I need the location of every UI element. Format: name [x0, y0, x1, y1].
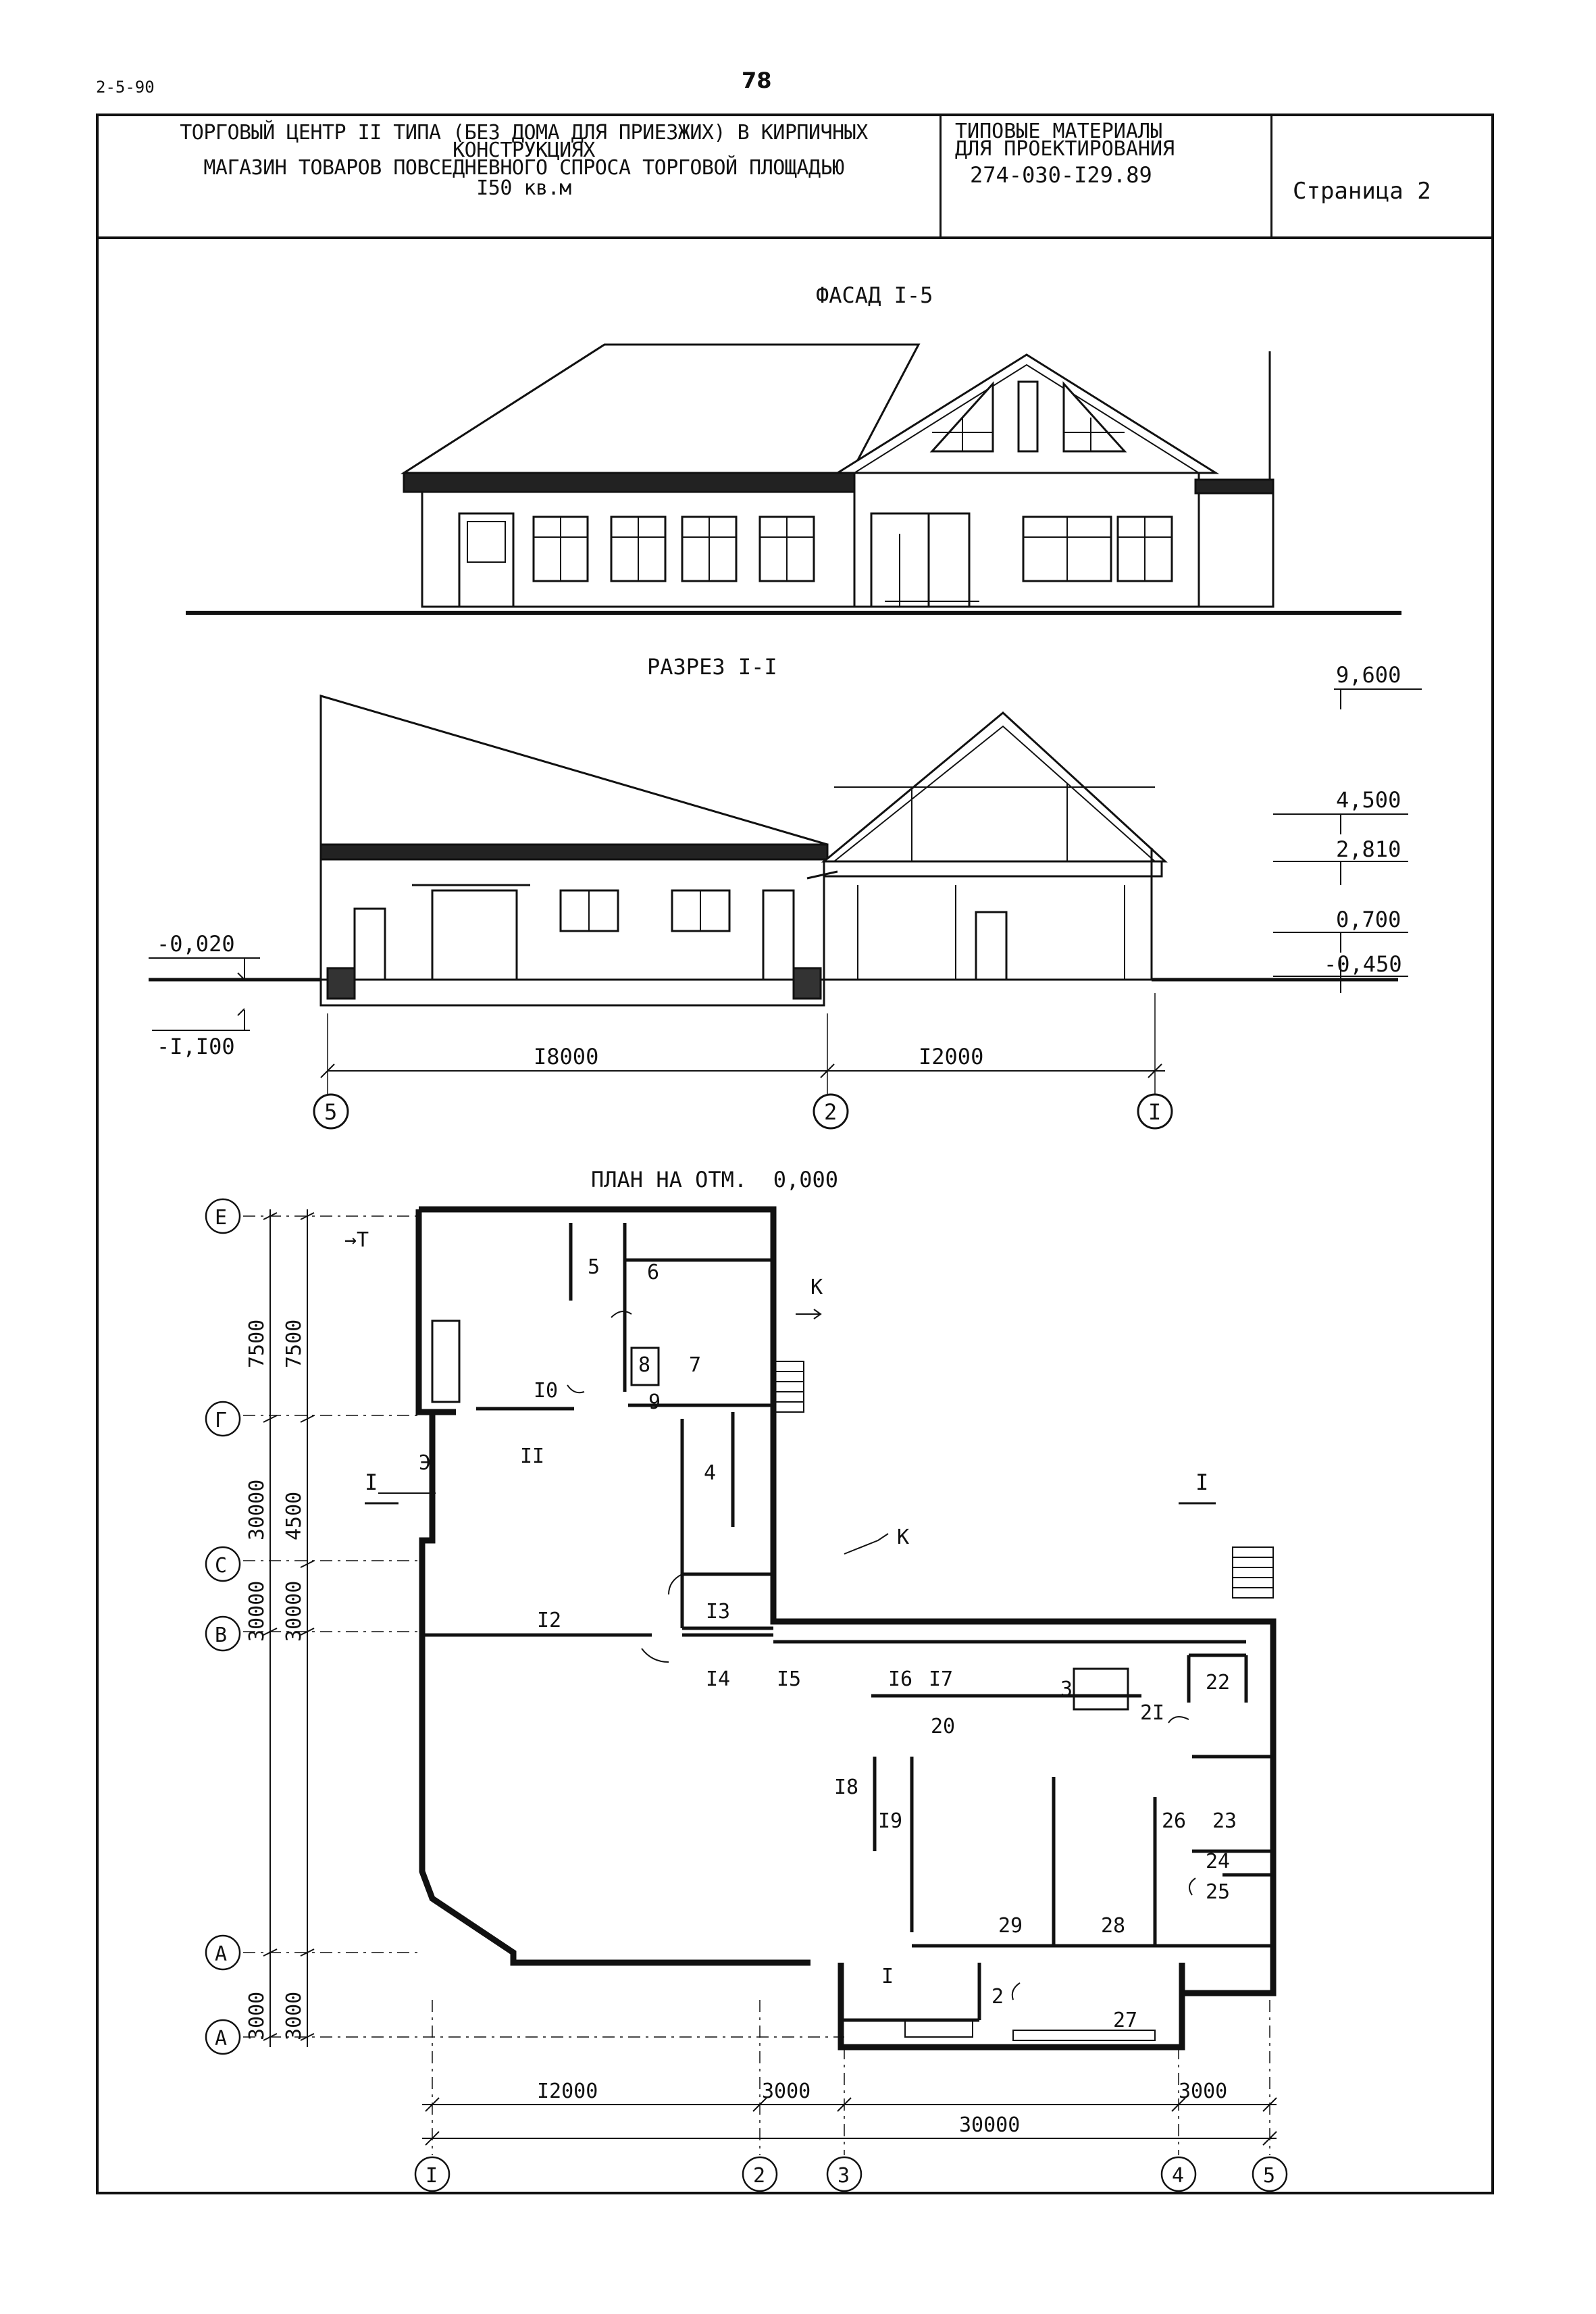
facade-title: ФАСАД I-5: [816, 282, 933, 308]
room-2: 2: [992, 1985, 1004, 2009]
room-26: 26: [1162, 1809, 1186, 1833]
plan-dim-bottom-3: 30000: [959, 2113, 1020, 2137]
room-29: 29: [998, 1914, 1023, 1938]
room-14: I4: [706, 1667, 730, 1691]
series-line-1: ТИПОВЫЕ МАТЕРИАЛЫ: [955, 120, 1163, 143]
title-line-3: МАГАЗИН ТОВАРОВ ПОВСЕДНЕВНОГО СПРОСА ТОР…: [203, 156, 844, 180]
plan-dim-inner-1: 7500: [282, 1319, 306, 1368]
room-16: I6: [888, 1667, 912, 1691]
facade-drawing: ФАСАД I-5: [186, 282, 1401, 615]
plan-dim-inner-4: 3000: [282, 1992, 306, 2040]
section-elev-2: 4,500: [1336, 787, 1401, 813]
plan-row-axis-A1: А: [215, 1942, 227, 1966]
plan-row-axis-S: С: [215, 1554, 227, 1578]
plan-section-mark-left: I: [365, 1469, 378, 1495]
room-3: 3: [1060, 1678, 1073, 1701]
room-25: 25: [1206, 1880, 1230, 1904]
room-10: I0: [534, 1379, 558, 1403]
plan-dim-inner-2: 4500: [282, 1492, 306, 1540]
plan-drawing: ПЛАН НА ОТМ. 0,000: [205, 1167, 1288, 2192]
section-axis-2: 2: [824, 1099, 837, 1125]
room-24: 24: [1206, 1850, 1230, 1873]
sheet-border: [96, 114, 1494, 2194]
series-code: 274-030-I29.89: [970, 162, 1152, 188]
plan-col-axis-1: I: [426, 2164, 438, 2188]
section-axis-1: I: [1148, 1099, 1161, 1125]
plan-entry-E: Э: [419, 1451, 431, 1475]
room-27: 27: [1113, 2009, 1137, 2032]
plan-dim-inner-3: 30000: [282, 1581, 306, 1642]
room-22: 22: [1206, 1671, 1230, 1694]
room-20: 20: [931, 1715, 955, 1738]
room-11: II: [520, 1444, 544, 1468]
plan-title: ПЛАН НА ОТМ. 0,000: [591, 1167, 838, 1192]
plan-dim-outer-4: 3000: [245, 1992, 269, 2040]
plan-entry-K2: К: [897, 1526, 909, 1549]
title-line-1: ТОРГОВЫЙ ЦЕНТР II ТИПА (БЕЗ ДОМА ДЛЯ ПРИ…: [180, 121, 868, 145]
room-7: 7: [689, 1353, 701, 1377]
plan-dim-bottom-4: 3000: [1179, 2080, 1227, 2103]
room-4: 4: [704, 1461, 716, 1485]
doc-code: 2-5-90: [96, 78, 155, 97]
section-axis-5: 5: [324, 1099, 337, 1125]
plan-col-axis-4: 4: [1172, 2164, 1184, 2188]
room-1: I: [881, 1965, 894, 1988]
plan-dim-outer-1: 7500: [245, 1319, 269, 1368]
plan-entry-K1: К: [810, 1276, 823, 1299]
title-line-2: КОНСТРУКЦИЯХ: [453, 139, 595, 162]
room-9: 9: [648, 1390, 661, 1414]
series-line-2: ДЛЯ ПРОЕКТИРОВАНИЯ: [955, 137, 1175, 161]
room-8: 8: [638, 1353, 650, 1377]
plan-dim-bottom-1: I2000: [537, 2080, 598, 2103]
page-number: 78: [742, 68, 772, 93]
section-elev-5: -0,450: [1324, 951, 1402, 977]
room-21: 2I: [1140, 1701, 1164, 1725]
plan-row-axis-E: Е: [215, 1206, 227, 1230]
section-dim-left: I8000: [534, 1044, 598, 1070]
plan-section-mark-right: I: [1195, 1469, 1208, 1495]
room-13: I3: [706, 1600, 730, 1624]
section-title: РАЗРЕЗ I-I: [647, 654, 777, 680]
plan-entry-T: →Т: [344, 1228, 369, 1252]
room-17: I7: [929, 1667, 953, 1691]
room-15: I5: [777, 1667, 801, 1691]
sheet-label: Страница 2: [1293, 178, 1431, 205]
title-line-4: I50 кв.м: [476, 176, 571, 200]
plan-col-axis-5: 5: [1263, 2164, 1275, 2188]
plan-dim-outer-3: 30000: [245, 1581, 269, 1642]
section-dim-right: I2000: [919, 1044, 983, 1070]
plan-row-axis-A2: А: [215, 2027, 227, 2051]
section-elev-left-2: -I,I00: [157, 1034, 235, 1059]
title-block: ТОРГОВЫЙ ЦЕНТР II ТИПА (БЕЗ ДОМА ДЛЯ ПРИ…: [96, 114, 1494, 239]
plan-dim-bottom-2: 3000: [762, 2080, 810, 2103]
title-block-name: ТОРГОВЫЙ ЦЕНТР II ТИПА (БЕЗ ДОМА ДЛЯ ПРИ…: [96, 114, 942, 236]
room-18: I8: [834, 1776, 858, 1799]
plan-row-axis-G: Г: [215, 1409, 227, 1432]
room-19: I9: [878, 1809, 902, 1833]
room-28: 28: [1101, 1914, 1125, 1938]
plan-col-axis-2: 2: [753, 2164, 765, 2188]
room-5: 5: [588, 1255, 600, 1279]
section-elev-3: 2,810: [1336, 836, 1401, 862]
plan-dim-outer-2: 30000: [245, 1480, 269, 1540]
room-23: 23: [1212, 1809, 1237, 1833]
room-12: I2: [537, 1609, 561, 1632]
plan-col-axis-3: 3: [838, 2164, 850, 2188]
room-6: 6: [647, 1261, 659, 1284]
section-elev-4: 0,700: [1336, 907, 1401, 932]
section-elev-left-1: -0,020: [157, 931, 235, 957]
plan-row-axis-V: В: [215, 1624, 227, 1647]
title-block-series: ТИПОВЫЕ МАТЕРИАЛЫ ДЛЯ ПРОЕКТИРОВАНИЯ 274…: [942, 114, 1272, 236]
section-drawing: РАЗРЕЗ I-I: [149, 654, 1422, 1130]
section-elev-1: 9,600: [1336, 662, 1401, 688]
